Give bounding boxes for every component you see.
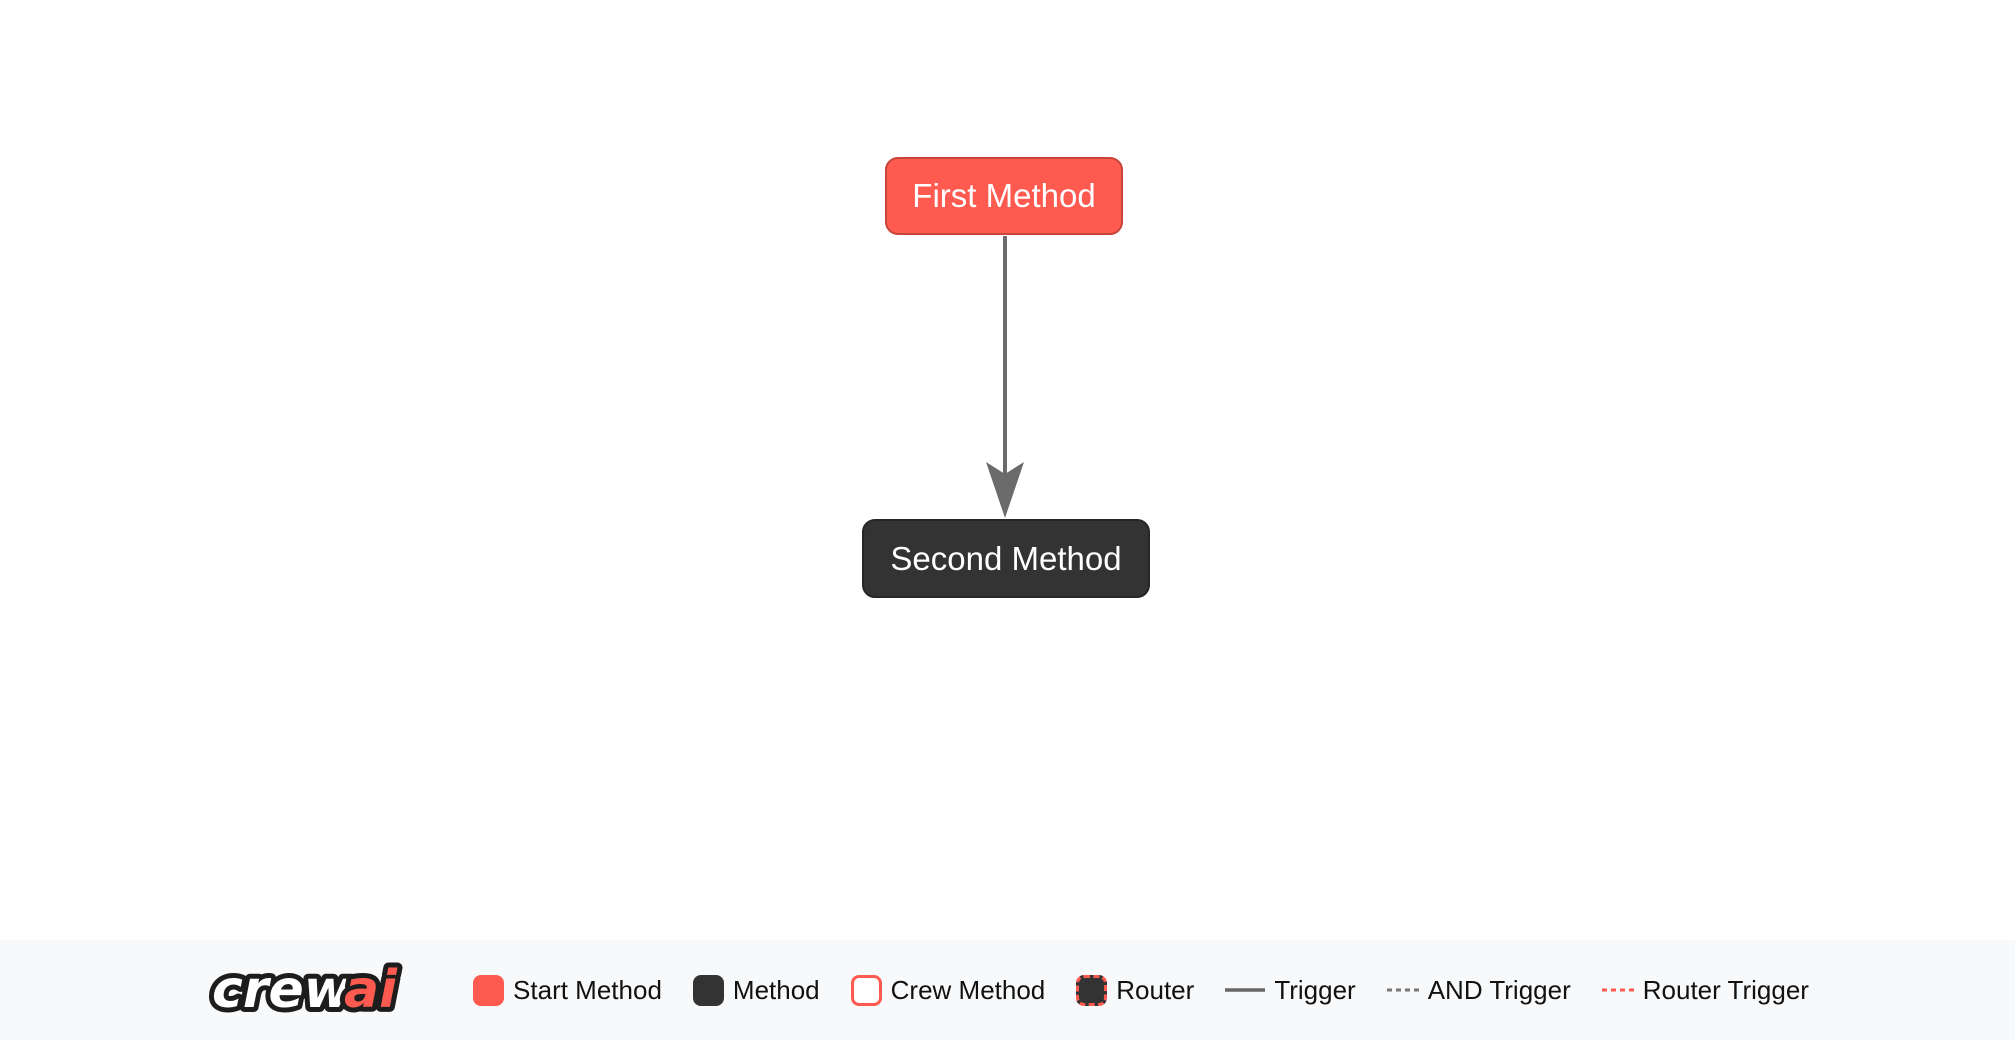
router-trigger-line-icon (1601, 988, 1634, 992)
legend-item-method: Method (692, 974, 820, 1006)
node-label: First Method (912, 177, 1096, 214)
edge-layer (986, 236, 1024, 518)
node-second-method[interactable]: Second Method (862, 519, 1150, 598)
legend-label: Crew Method (890, 974, 1046, 1005)
legend-label: Router Trigger (1642, 974, 1809, 1005)
legend-label: Trigger (1274, 974, 1356, 1005)
legend-label: AND Trigger (1427, 974, 1571, 1005)
method-swatch-icon (692, 974, 724, 1006)
node-first-method[interactable]: First Method (885, 157, 1123, 235)
logo-text-ai: ai (344, 960, 398, 1020)
legend-item-crew-method: Crew Method (850, 974, 1046, 1006)
crewai-logo: crew ai (206, 955, 434, 1025)
legend-label: Method (732, 974, 820, 1005)
legend-item-router: Router (1076, 974, 1195, 1006)
start-method-swatch-icon (473, 974, 505, 1006)
router-swatch-icon (1076, 974, 1108, 1006)
node-label: Second Method (890, 539, 1122, 577)
flow-canvas[interactable]: First Method Second Method (0, 0, 2015, 940)
crewai-logo-icon: crew ai (207, 955, 403, 1025)
crew-method-swatch-icon (850, 974, 882, 1006)
legend-item-and-trigger: AND Trigger (1386, 974, 1571, 1006)
trigger-edge (986, 236, 1024, 518)
legend-label: Router (1116, 974, 1195, 1005)
legend-bar: crew ai Start Method Method Crew Method … (0, 940, 2015, 1040)
legend-item-trigger: Trigger (1225, 974, 1356, 1006)
and-trigger-line-icon (1386, 988, 1419, 992)
legend-item-start-method: Start Method (473, 974, 662, 1006)
trigger-line-icon (1225, 988, 1266, 992)
legend-item-router-trigger: Router Trigger (1601, 974, 1809, 1006)
arrowhead-icon (986, 462, 1024, 518)
logo-text-crew: crew (212, 960, 353, 1020)
legend-label: Start Method (513, 974, 662, 1005)
